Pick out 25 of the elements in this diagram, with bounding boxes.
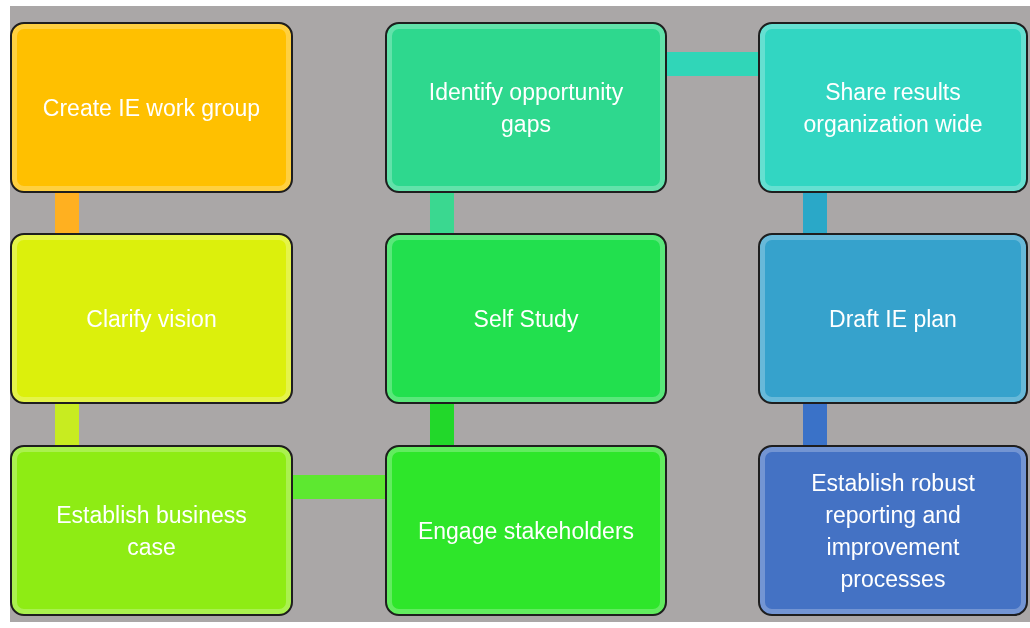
step-label: Share results organization wide xyxy=(802,77,984,139)
connector-band xyxy=(430,404,454,445)
process-box xyxy=(385,445,667,616)
connector-band xyxy=(803,404,827,445)
process-box xyxy=(10,445,293,616)
step-label: Draft IE plan xyxy=(828,304,958,334)
process-box xyxy=(758,445,1028,616)
step-label: Establish robust reporting and improvement processes xyxy=(810,468,976,594)
process-box xyxy=(758,233,1028,404)
process-box xyxy=(385,233,667,404)
step-label: Establish business case xyxy=(55,500,248,562)
step-label: Create IE work group xyxy=(41,93,262,123)
connector-band xyxy=(667,52,758,76)
connector-band xyxy=(430,193,454,233)
process-box xyxy=(10,233,293,404)
connector-band xyxy=(55,404,79,445)
step-label: Clarify vision xyxy=(85,304,218,334)
connector-band xyxy=(293,475,385,499)
step-label: Engage stakeholders xyxy=(416,516,636,546)
step-label: Self Study xyxy=(472,304,580,334)
process-box xyxy=(10,22,293,193)
connector-band xyxy=(55,193,79,233)
process-box xyxy=(758,22,1028,193)
process-box xyxy=(385,22,667,193)
step-label: Identify opportunity gaps xyxy=(427,77,625,139)
